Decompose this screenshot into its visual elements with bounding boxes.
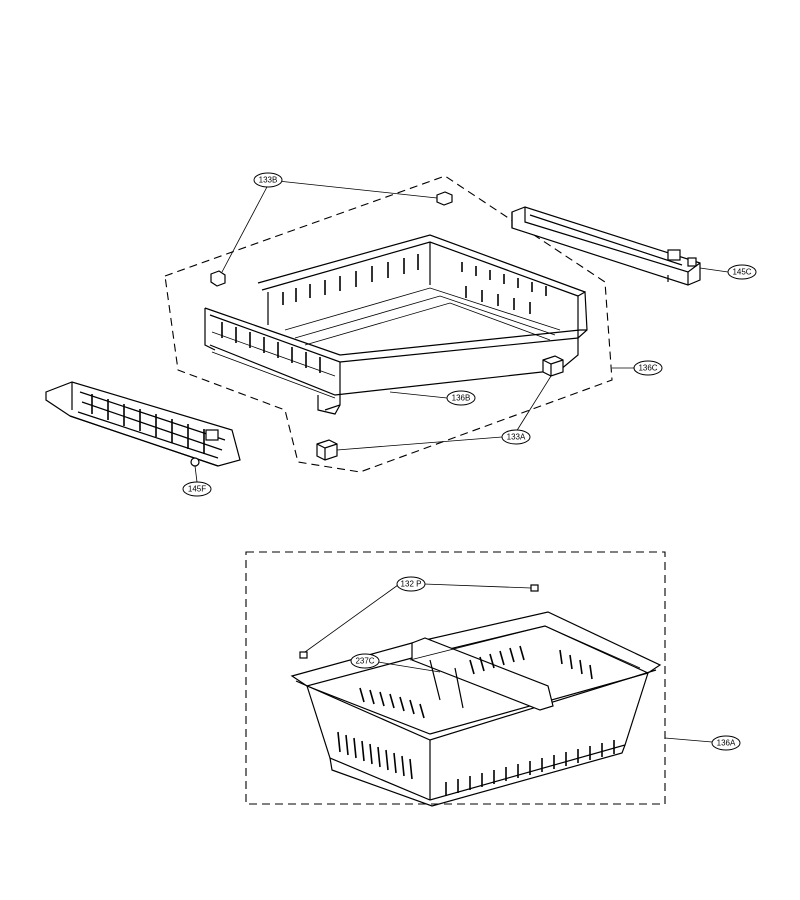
callout-136a: 136A <box>711 735 741 751</box>
rail-145f <box>45 381 241 467</box>
callout-136c: 136C <box>633 360 663 376</box>
callout-133a-text: 133A <box>507 433 526 442</box>
lower-assembly-boundary <box>245 551 666 805</box>
callout-132p-text: 132 P <box>401 580 422 589</box>
rail-145c <box>511 206 701 286</box>
callout-133b-text: 133B <box>259 176 278 185</box>
basket-outer-vents <box>337 731 615 796</box>
callout-237c: 237C <box>350 653 380 669</box>
clip-132p-right <box>530 584 539 592</box>
clip-133b-left <box>210 270 226 287</box>
basket-inner-vents <box>359 645 593 719</box>
callout-136c-text: 136C <box>638 364 657 373</box>
clip-133b-right <box>436 191 453 206</box>
callout-145c-text: 145C <box>732 268 751 277</box>
drawer-back-vents <box>282 254 419 305</box>
drawer-side-vents <box>461 262 547 314</box>
callout-132p: 132 P <box>396 576 426 592</box>
callout-136b-text: 136B <box>452 394 471 403</box>
callout-133a: 133A <box>501 429 531 445</box>
basket-136a <box>290 611 662 807</box>
roller-133a-right <box>542 355 564 377</box>
callout-136b: 136B <box>446 390 476 406</box>
roller-133a-left <box>316 439 338 461</box>
drawer-front-grid <box>211 322 336 399</box>
callout-133b: 133B <box>253 172 283 188</box>
callout-136a-text: 136A <box>717 739 736 748</box>
clip-132p-left <box>299 651 308 659</box>
callout-145f-text: 145F <box>188 485 206 494</box>
callout-237c-text: 237C <box>355 657 374 666</box>
drawer-136b <box>204 234 588 415</box>
callout-145c: 145C <box>727 264 757 280</box>
callout-145f: 145F <box>182 481 212 497</box>
